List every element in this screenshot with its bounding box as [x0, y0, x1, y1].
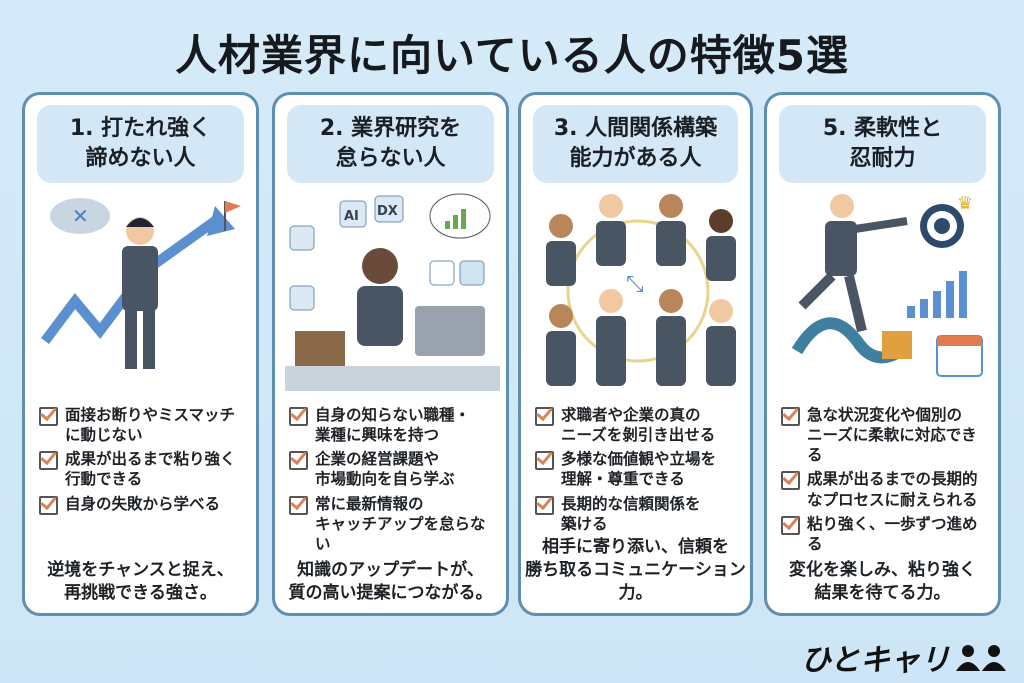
checkbox-icon — [39, 495, 58, 515]
puzzle-piece-icon — [882, 331, 912, 359]
checklist: 自身の知らない職種・ 業種に興味を持つ 企業の経営課題や 市場動向を自ら学ぶ 常… — [289, 405, 498, 558]
checkbox-icon — [39, 407, 58, 426]
researching-woman-illustration: AI DX — [285, 193, 500, 391]
chip-icon — [289, 225, 315, 251]
checklist-item: 常に最新情報の キャッチアップを怠らない — [289, 494, 498, 554]
checkbox-icon — [781, 471, 800, 491]
card-resilience: 1. 打たれ強く 諦めない人 ✕ 面接お断りやミスマッチ に動じない 成果が出る… — [22, 92, 259, 616]
card-research: 2. 業界研究を 怠らない人 AI DX 自身の知らない職種・ 業種に興味を持つ… — [272, 92, 509, 616]
card-heading: 2. 業界研究を 怠らない人 — [287, 105, 494, 183]
people-group-icon — [546, 194, 736, 386]
checklist-item: 長期的な信頼関係を 築ける — [535, 494, 742, 534]
flexibility-illustration: ♛ — [791, 193, 983, 377]
rising-arrow-icon — [41, 216, 218, 344]
checklist-item: 面接お断りやミスマッチ に動じない — [39, 405, 248, 445]
brand-logo: ひとキャリ — [801, 635, 1010, 679]
checklist-item: 多様な価値観や立場を 理解・尊重できる — [535, 449, 742, 489]
checklist: 求職者や企業の真の ニーズを剝引き出せる 多様な価値観や立場を 理解・尊重できる… — [535, 405, 742, 538]
team-handshake-illustration: ⤡ — [546, 194, 736, 386]
ai-icon: AI — [344, 209, 359, 224]
resilient-businessman-illustration: ✕ — [41, 198, 241, 369]
x-mark-icon: ✕ — [72, 204, 89, 228]
card-heading: 1. 打たれ強く 諦めない人 — [37, 105, 244, 183]
page-title: 人材業界に向いている人の特徴5選 — [175, 31, 849, 80]
factory-icon — [289, 285, 315, 311]
logo-text: ひとキャリ — [800, 643, 950, 678]
card-flexibility: 5. 柔軟性と 忍耐力 ♛ 急な状況変化や個別の ニーズに柔軟に対応できる 成果… — [764, 92, 1001, 616]
card-summary: 変化を楽しみ、粘り強く 結果を待てる力。 — [789, 560, 976, 604]
checkbox-icon — [781, 407, 800, 426]
thought-bubble-chart-icon — [429, 193, 491, 239]
bar-chart-icon — [907, 271, 967, 318]
checklist-item: 自身の知らない職種・ 業種に興味を持つ — [289, 405, 498, 445]
dx-icon: DX — [377, 204, 398, 219]
heart-monitor-icon — [429, 260, 455, 286]
checkbox-icon — [535, 495, 554, 515]
card-summary: 知識のアップデートが、 質の高い提案につながる。 — [288, 560, 493, 604]
checklist: 急な状況変化や個別の ニーズに柔軟に対応できる 成果が出るまでの長期的 なプロセ… — [781, 405, 990, 558]
checkbox-icon — [535, 407, 554, 426]
crown-icon: ♛ — [957, 193, 973, 214]
people-icon — [956, 645, 1006, 671]
storm-cloud-icon — [50, 198, 110, 234]
checklist-item: 自身の失敗から学べる — [39, 494, 248, 515]
checkbox-icon — [535, 451, 554, 471]
card-relationships: 3. 人間関係構築 能力がある人 ⤡ 求職者や企業の真の ニーズを剝引き出せる … — [518, 92, 753, 616]
connection-circle — [566, 219, 710, 363]
checkbox-icon — [289, 495, 308, 515]
card-heading: 3. 人間関係構築 能力がある人 — [533, 105, 738, 183]
checklist-item: 急な状況変化や個別の ニーズに柔軟に対応できる — [781, 405, 990, 465]
computer-icon — [415, 306, 485, 356]
checkbox-icon — [289, 407, 308, 426]
checklist-item: 成果が出るまで粘り強く 行動できる — [39, 449, 248, 489]
target-icon — [920, 204, 964, 248]
checklist-item: 企業の経営課題や 市場動向を自ら学ぶ — [289, 449, 498, 489]
checklist-item: 粘り強く、一歩ずつ進める — [781, 514, 990, 554]
checkbox-icon — [781, 515, 800, 535]
businessman-icon — [122, 246, 158, 311]
card-summary: 相手に寄り添い、信頼を 勝ち取るコミュニケーション力。 — [525, 537, 746, 604]
medical-cross-icon — [459, 260, 485, 286]
exchange-arrows-icon: ⤡ — [626, 272, 644, 297]
card-summary: 逆境をチャンスと捉え、 再挑戦できる強さ。 — [47, 560, 234, 604]
woman-icon — [357, 286, 403, 346]
card-heading: 5. 柔軟性と 忍耐力 — [779, 105, 986, 183]
checklist-item: 求職者や企業の真の ニーズを剝引き出せる — [535, 405, 742, 445]
checklist: 面接お断りやミスマッチ に動じない 成果が出るまで粘り強く 行動できる 自身の失… — [39, 405, 248, 519]
checklist-item: 成果が出るまでの長期的 なプロセスに耐えられる — [781, 469, 990, 509]
running-businessman-icon — [825, 221, 857, 276]
checkbox-icon — [39, 451, 58, 471]
checkbox-icon — [289, 451, 308, 471]
